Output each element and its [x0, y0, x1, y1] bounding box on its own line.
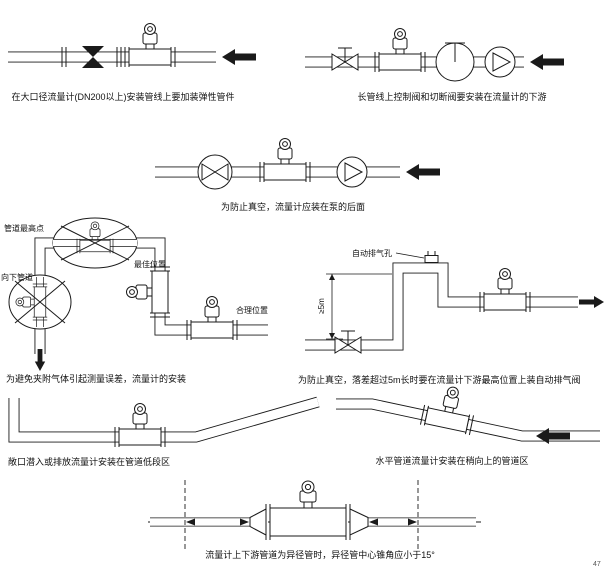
flowmeter-icon-best [126, 266, 171, 318]
flow-arrow-icon [536, 428, 570, 444]
label-auto-vent: 自动排气孔 [352, 248, 392, 258]
caption-elastic-fitting: 在大口径流量计(DN200以上)安装管线上要加装弹性管件 [11, 91, 234, 102]
flow-arrow-icon [530, 54, 564, 70]
flowmeter-icon [479, 268, 531, 313]
caption-valves-downstream: 长管线上控制阀和切断阀要安装在流量计的下游 [357, 91, 546, 102]
diagram-valves-downstream: 长管线上控制阀和切断阀要安装在流量计的下游 [305, 28, 564, 102]
drop-dimension: ≥5m [317, 273, 392, 340]
cross-line [14, 280, 66, 324]
diagram-low-section: 敞口潜入或排放流量计安装在管道低段区 [8, 396, 320, 467]
caption-rising-pipe: 水平管道流量计安装在稍向上的管道区 [375, 455, 528, 466]
reducer-cone-right [349, 508, 369, 536]
leader-line [395, 252, 425, 259]
caption-auto-vent: 为防止真空，落差超过5m长时要在流量计下游最高位置上装自动排气阀 [298, 374, 581, 385]
pump-icon [484, 46, 516, 78]
label-highest-point: 管道最高点 [4, 223, 44, 233]
caption-reducer: 流量计上下游管道为异径管时，异径管中心锥角应小于15° [205, 549, 435, 560]
flowmeter-icon [265, 480, 351, 540]
flowmeter-icon [259, 138, 311, 183]
flow-arrow-icon [222, 49, 256, 65]
flowmeter-icon-reasonable [186, 296, 238, 341]
flowmeter-icon [114, 403, 166, 448]
flow-arrow-icon [579, 296, 604, 308]
label-best-position: 最佳位置 [134, 259, 166, 269]
label-drop-height: ≥5m [317, 298, 326, 314]
flange-pair [61, 47, 122, 67]
reducer-cone-left [249, 508, 267, 536]
elastic-joint-icon [82, 46, 104, 68]
caption-meter-after-pump: 为防止真空，流量计应装在泵的后面 [221, 201, 365, 212]
cross-line [60, 225, 130, 261]
down-flow-arrow-icon [34, 349, 46, 371]
flowmeter-icon [374, 28, 426, 73]
vent-icon [424, 251, 439, 263]
wrong-position-downward [8, 274, 72, 330]
page-corner-mark: 47 [593, 561, 601, 568]
diagram-auto-vent: 自动排气孔 ≥5m 为防止真空，落差超过5m长时要在流量计下游最高位置上装自动排… [298, 248, 604, 385]
label-downward-pipe: 向下管道 [1, 272, 33, 282]
diagram-reducer: 流量计上下游管道为异径管时，异径管中心锥角应小于15° [148, 480, 484, 560]
dimension-arrows [186, 518, 417, 526]
diagram-rising-pipe: 水平管道流量计安装在稍向上的管道区 [336, 381, 600, 466]
caption-mounting-positions: 为避免夹附气体引起测量误差，流量计的安装 [6, 373, 186, 384]
diagram-meter-after-pump: 为防止真空，流量计应装在泵的后面 [155, 138, 440, 212]
globe-valve-icon [435, 42, 475, 82]
ball-valve-icon [197, 154, 233, 190]
flowmeter-icon [124, 23, 176, 68]
diagram-elastic-fitting: 在大口径流量计(DN200以上)安装管线上要加装弹性管件 [8, 23, 256, 102]
wrong-position-highest [52, 217, 138, 269]
diagram-mounting-positions: 管道最高点 向下管道 最佳位置 合理位置 为避免夹附气体引起测量误差，流量计的安… [1, 217, 268, 384]
caption-low-section: 敞口潜入或排放流量计安装在管道低段区 [8, 456, 170, 467]
flow-arrow-icon [406, 164, 440, 180]
label-reasonable-position: 合理位置 [236, 305, 268, 315]
pump-icon [336, 156, 368, 188]
